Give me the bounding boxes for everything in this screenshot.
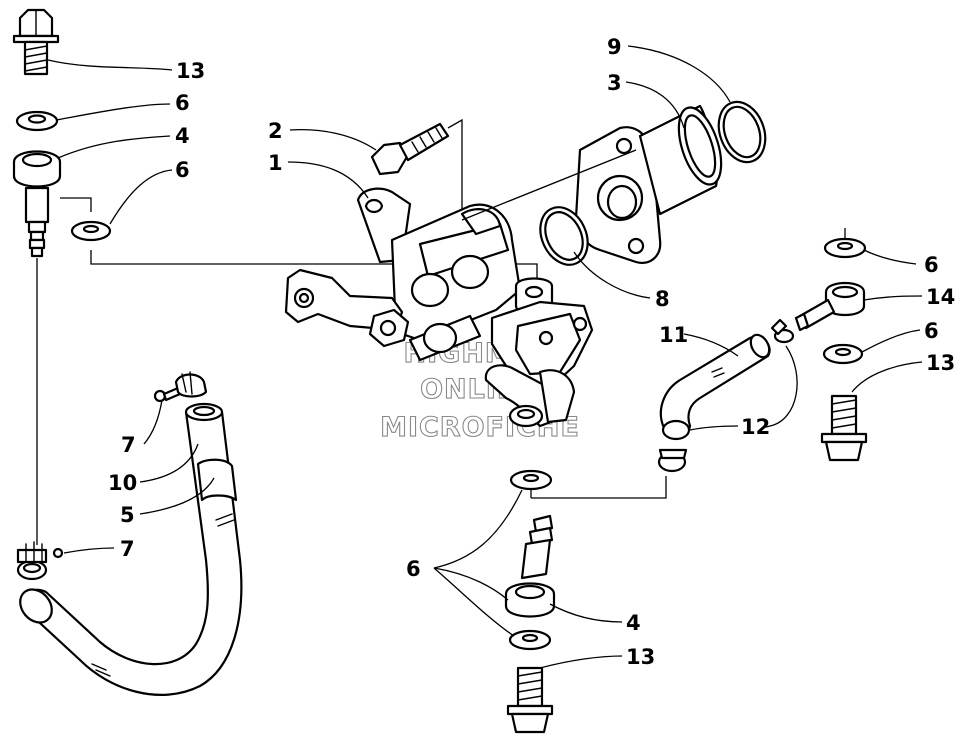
callout-12: 12: [741, 415, 770, 439]
banjo-fitting-left: [12, 150, 62, 258]
breather-hose: [659, 333, 771, 441]
callout-4-bottom: 4: [626, 611, 641, 635]
hose-clamp-lower: [657, 448, 688, 473]
callout-13-top-left: 13: [176, 59, 205, 83]
washer-top-right: [823, 237, 867, 259]
reference-line-elbow: [461, 149, 637, 221]
callout-8: 8: [655, 287, 670, 311]
callout-6-top-left: 6: [175, 91, 190, 115]
washer-top-left: [15, 110, 59, 132]
callout-13-bottom: 13: [626, 645, 655, 669]
callout-6-right-mid: 6: [924, 319, 939, 343]
watermark-line-3: MICROFICHE: [380, 412, 580, 443]
reference-line-hose: [531, 476, 667, 499]
callout-9: 9: [607, 35, 622, 59]
callout-labels: 13 6 4 6 2 1 9 3 8 6 14 6 13 11 12 7 10 …: [108, 35, 955, 669]
hose-clamp-bottom: [16, 541, 64, 581]
callout-5: 5: [120, 503, 135, 527]
banjo-bolt-right: [820, 394, 868, 462]
washer-bottom-lower: [508, 629, 552, 651]
callout-2: 2: [268, 119, 283, 143]
banjo-fitting-bottom: [504, 514, 556, 618]
callout-10: 10: [108, 471, 137, 495]
hose-clamp-top: [153, 371, 208, 403]
oil-hose: [19, 402, 243, 696]
reference-line-washer: [60, 197, 92, 212]
callout-3: 3: [607, 71, 622, 95]
mounting-bolt: [370, 122, 450, 176]
callout-13-right: 13: [926, 351, 955, 375]
washer-bottom-upper: [509, 469, 553, 491]
oil-pump-assembly: [284, 187, 594, 428]
callout-4-left: 4: [175, 124, 190, 148]
callout-7-top: 7: [121, 433, 136, 457]
banjo-bolt-bottom: [506, 666, 554, 734]
o-ring-large: [717, 100, 767, 164]
callout-14: 14: [926, 285, 955, 309]
banjo-bolt-top-left: [12, 8, 60, 76]
leader-lines: [47, 45, 923, 669]
washer-right-mid: [822, 343, 864, 365]
callout-7-bottom: 7: [120, 537, 135, 561]
banjo-fitting-right: [794, 281, 866, 332]
callout-11: 11: [659, 323, 688, 347]
washer-left-mid: [70, 220, 112, 242]
callout-6-left-mid: 6: [175, 158, 190, 182]
hose-clamp-upper: [770, 318, 795, 344]
callout-6-bottom: 6: [406, 557, 421, 581]
o-ring-small: [539, 206, 589, 266]
callout-1: 1: [268, 151, 283, 175]
callout-6-right-top: 6: [924, 253, 939, 277]
outlet-elbow: [574, 104, 723, 264]
reference-line-bolt: [447, 118, 463, 220]
